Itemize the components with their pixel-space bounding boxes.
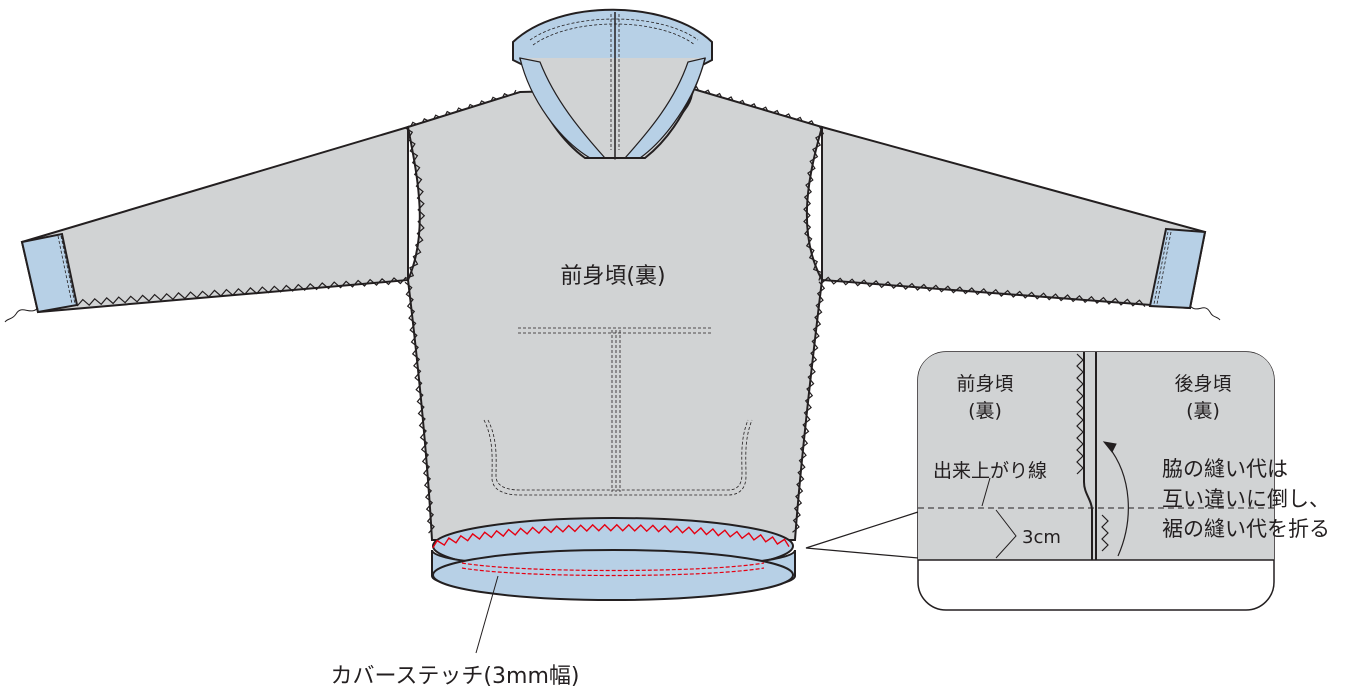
left-sleeve-loose-thread: [4, 307, 39, 323]
note-line-3: 裾の縫い代を折る: [1162, 517, 1330, 541]
inset-callout-wedge: [805, 511, 919, 559]
note-line-2: 互い違いに倒し、: [1162, 487, 1330, 511]
right-armhole-serge: [803, 125, 825, 281]
right-cuff: [1148, 227, 1207, 310]
front-body: [406, 86, 824, 541]
right-sleeve: [821, 125, 1207, 310]
inset-back-label-line1: 後身頃: [1174, 373, 1231, 395]
hood-top-stitch: [529, 18, 699, 46]
inset-seam-allowance-lower: [1101, 514, 1109, 552]
right-sleeve-loose-thread: [1189, 305, 1221, 321]
inset-back-label-line2: (裏): [1186, 400, 1220, 422]
caption-leader-line: [475, 575, 499, 654]
pocket-stitching: [483, 327, 753, 496]
finish-line-label: 出来上がり線: [933, 460, 1047, 482]
right-side-serge: [792, 281, 826, 533]
inset-front-label-line2: (裏): [968, 400, 1002, 422]
hem-serge-red: [432, 523, 790, 549]
inset-side-seam-front: [1083, 352, 1093, 560]
left-armhole-serge: [404, 127, 426, 280]
measure-label: 3cm: [1022, 527, 1061, 548]
left-sleeve-serge-bottom: [76, 276, 407, 307]
right-sleeve-serge-bottom: [821, 276, 1146, 307]
cover-stitch-red: [461, 562, 765, 577]
right-cuff-stitch: [1153, 231, 1172, 305]
finish-line-leader: [981, 477, 991, 507]
note-line-1: 脇の縫い代は: [1162, 457, 1288, 481]
inset-seam-allowance-upper: [1076, 353, 1084, 475]
left-cuff-stitch: [57, 235, 76, 305]
front-body-label: 前身頃(裏): [560, 264, 665, 289]
left-cuff: [20, 232, 79, 314]
fold-arrow-head: [1102, 441, 1117, 453]
measure-3cm-bracket: [995, 509, 1017, 559]
hood-center-stitch: [610, 14, 620, 150]
inset-front-label-line1: 前身頃: [956, 373, 1013, 395]
caption-label: カバーステッチ(3mm幅): [331, 664, 580, 689]
fold-arrow: [1107, 445, 1129, 557]
left-side-serge: [404, 281, 435, 534]
